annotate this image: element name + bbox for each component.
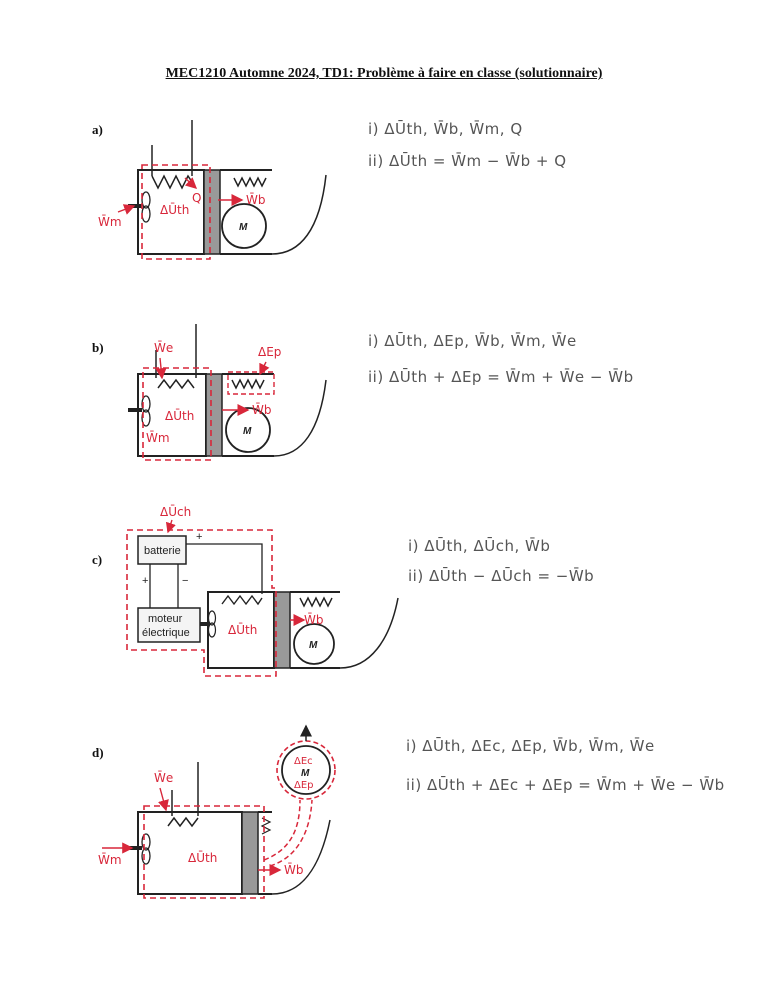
answer-d-line2: ii) ΔŪth + ΔEc + ΔEp = W̄m + W̄e − W̄b (406, 776, 725, 794)
symbol-wm-a: W̄m (98, 215, 122, 229)
spring-c (299, 596, 333, 608)
answer-a-line2: ii) ΔŪth = W̄m − W̄b + Q (368, 152, 567, 170)
piston-b (205, 373, 223, 457)
answer-a-line1: i) ΔŪth, W̄b, W̄m, Q (368, 120, 523, 138)
figure-d: ΔEc M ΔEp W̄e ΔŪth W̄m W̄b (98, 724, 336, 899)
battery-label: batterie (144, 545, 181, 557)
symbol-du-d: ΔŪth (188, 851, 217, 865)
mass-label-a: M (239, 222, 248, 233)
piston-c (273, 591, 291, 669)
spring-b (231, 378, 265, 390)
symbol-wb-a: W̄b (246, 193, 265, 207)
figure-c: batterie moteur électrique + − + M ΔŪch … (126, 505, 399, 677)
mass-a (221, 203, 267, 249)
wire-c-top (186, 543, 263, 594)
heater-d (167, 816, 199, 828)
answer-b-line2: ii) ΔŪth + ΔEp = W̄m + W̄e − W̄b (368, 368, 634, 386)
ramp-a (271, 174, 327, 255)
paddle-a (141, 191, 151, 209)
spring-a (233, 176, 267, 188)
mass-label-d: M (301, 768, 310, 779)
part-label-b: b) (92, 340, 104, 355)
link-boundary-d-2 (269, 799, 313, 867)
motor-label-2: électrique (142, 627, 190, 639)
mass-c (293, 623, 335, 665)
symbol-dec-d: ΔEc (294, 756, 313, 767)
mass-d (281, 745, 331, 795)
system-boundary-b (142, 367, 212, 461)
answer-d-line1: i) ΔŪth, ΔEc, ΔEp, W̄b, W̄m, W̄e (406, 737, 655, 755)
answer-b-line1: i) ΔŪth, ΔEp, W̄b, W̄m, W̄e (368, 332, 577, 350)
battery-minus: − (182, 575, 188, 587)
ramp-c (339, 597, 399, 669)
symbol-we-b: W̄e (154, 341, 173, 355)
battery-box (137, 535, 187, 565)
ramp-b (273, 379, 327, 457)
heater-c (221, 594, 263, 606)
symbol-wm-b: W̄m (146, 431, 170, 445)
figure-b: M W̄e ΔEp ΔŪth W̄b W̄m (128, 324, 327, 461)
symbol-du-b: ΔŪth (165, 409, 194, 423)
piston-d (241, 811, 259, 895)
spring-d (260, 817, 272, 835)
battery-plus: + (142, 575, 148, 587)
symbol-du-c: ΔŪth (228, 623, 257, 637)
symbol-wb-b: W̄b (252, 403, 271, 417)
answer-c-line1: i) ΔŪth, ΔŪch, W̄b (408, 537, 551, 555)
part-label-a: a) (92, 122, 103, 137)
symbol-duch-c: ΔŪch (160, 505, 191, 519)
system-boundary-c (126, 529, 277, 677)
part-label-d: d) (92, 745, 104, 760)
answer-c-line2: ii) ΔŪth − ΔŪch = −W̄b (408, 567, 595, 585)
heater-b (157, 378, 195, 390)
symbol-du-a: ΔŪth (160, 203, 189, 217)
paddle-d (141, 833, 151, 851)
link-boundary-d-1 (263, 799, 301, 861)
symbol-dep-d: ΔEp (294, 780, 314, 791)
mass-label-b: M (243, 426, 252, 437)
motor-label-1: moteur (148, 613, 183, 625)
battery-plus-top: + (196, 531, 202, 543)
heater-a (151, 174, 193, 190)
mass-label-c: M (309, 640, 318, 651)
system-boundary-d (143, 805, 265, 899)
piston-a (203, 169, 221, 255)
symbol-wb-c: W̄b (304, 613, 323, 627)
figure-a: M Q ΔŪth W̄b W̄m (98, 120, 327, 260)
system-boundary-a (141, 164, 211, 260)
spring-boundary-b (227, 371, 275, 395)
ramp-d (271, 819, 331, 895)
part-label-c: c) (92, 552, 103, 567)
page-title: MEC1210 Automne 2024, TD1: Problème à fa… (165, 66, 603, 81)
symbol-wb-d: W̄b (284, 863, 303, 877)
symbol-we-d: W̄e (154, 771, 173, 785)
symbol-wm-d: W̄m (98, 853, 122, 867)
symbol-dep-b: ΔEp (258, 345, 281, 359)
symbol-q-a: Q (192, 191, 201, 205)
paddle-b (141, 395, 151, 413)
